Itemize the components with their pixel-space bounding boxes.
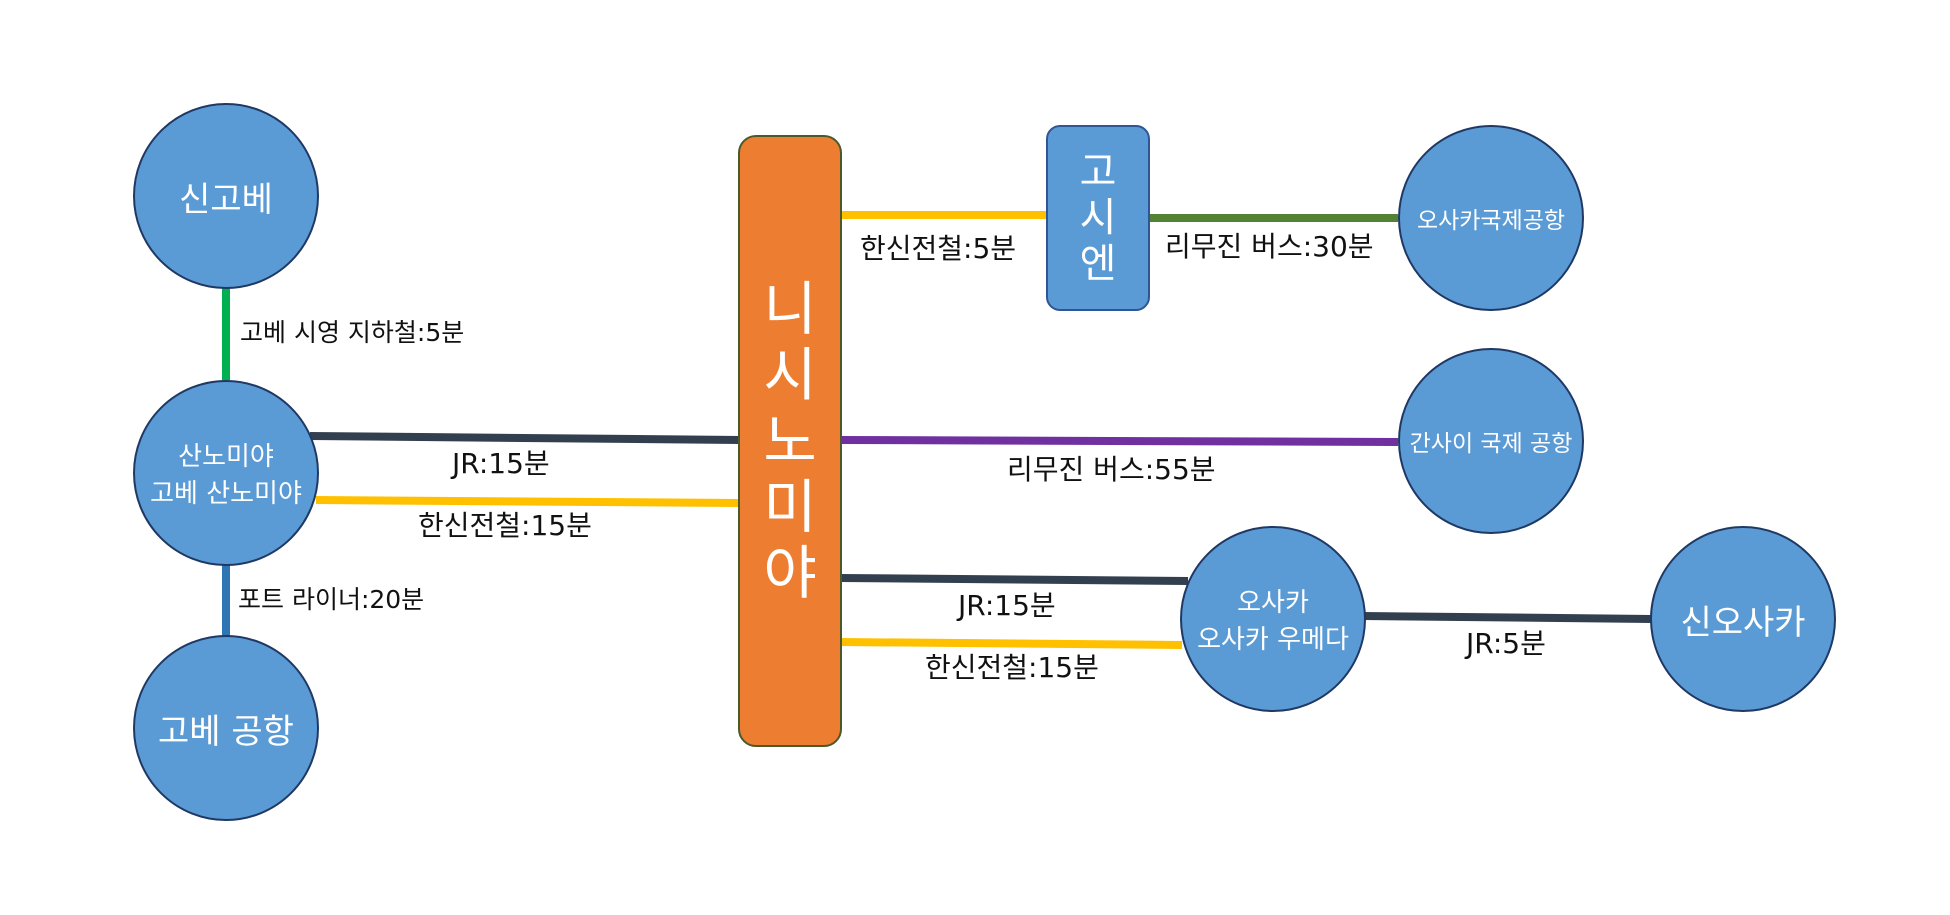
station-shin-osaka: 신오사카 xyxy=(1650,526,1836,712)
label-kobe-subway: 고베 시영 지하철:5분 xyxy=(240,318,465,347)
station-osaka-umeda-label-2: 오사카 우메다 xyxy=(1197,625,1349,655)
station-kobe-airport-label: 고베 공항 xyxy=(158,711,294,752)
station-koshien-char-3: 엔 xyxy=(1079,241,1117,287)
label-port-liner: 포트 라이너:20분 xyxy=(238,585,425,614)
label-jr-umeda: JR:15분 xyxy=(958,589,1056,622)
label-jr-sannomiya: JR:15분 xyxy=(452,447,550,480)
station-nishinomiya-char-2: 시 xyxy=(763,341,817,409)
station-nishinomiya-char-1: 니 xyxy=(763,275,817,343)
station-osaka-umeda: 오사카 오사카 우메다 xyxy=(1180,526,1366,712)
label-limousine-itami: 리무진 버스:30분 xyxy=(1165,230,1374,263)
label-limousine-kansai: 리무진 버스:55분 xyxy=(1007,453,1216,486)
station-nishinomiya-char-4: 미 xyxy=(763,473,817,541)
station-shin-osaka-label: 신오사카 xyxy=(1680,602,1806,643)
station-koshien: 고 시 엔 xyxy=(1046,125,1150,311)
station-koshien-char-2: 시 xyxy=(1079,195,1117,241)
station-shin-kobe-label: 신고베 xyxy=(179,179,273,220)
line-hanshin-nishinomiya-umeda xyxy=(839,638,1183,649)
line-limousine-nishinomiya-kansai xyxy=(839,436,1399,446)
line-jr-nishinomiya-umeda xyxy=(839,574,1189,585)
station-sannomiya-label-1: 산노미야 xyxy=(178,442,274,472)
station-osaka-itami: 오사카국제공항 xyxy=(1398,125,1584,311)
label-jr-shinosaka: JR:5분 xyxy=(1466,627,1546,660)
station-koshien-char-1: 고 xyxy=(1079,149,1117,195)
label-hanshin-umeda: 한신전철:15분 xyxy=(925,651,1099,684)
line-jr-sannomiya-nishinomiya xyxy=(309,432,741,444)
station-kansai-airport-label: 간사이 국제 공항 xyxy=(1409,431,1573,457)
station-nishinomiya-char-3: 노 xyxy=(763,407,817,475)
station-kansai-airport: 간사이 국제 공항 xyxy=(1398,348,1584,534)
line-hanshin-sannomiya-nishinomiya xyxy=(315,496,741,507)
station-shin-kobe: 신고베 xyxy=(133,103,319,289)
station-nishinomiya: 니 시 노 미 야 xyxy=(738,135,842,747)
station-sannomiya-label-2: 고베 산노미야 xyxy=(150,479,302,509)
station-kobe-airport: 고베 공항 xyxy=(133,635,319,821)
station-nishinomiya-char-5: 야 xyxy=(763,539,817,607)
station-osaka-itami-label: 오사카국제공항 xyxy=(1416,208,1566,234)
station-osaka-umeda-label-1: 오사카 xyxy=(1237,588,1309,618)
line-jr-umeda-shinosaka xyxy=(1361,612,1653,623)
label-hanshin-sannomiya: 한신전철:15분 xyxy=(418,509,592,542)
station-sannomiya: 산노미야 고베 산노미야 xyxy=(133,380,319,566)
label-hanshin-koshien: 한신전철:5분 xyxy=(860,232,1017,265)
